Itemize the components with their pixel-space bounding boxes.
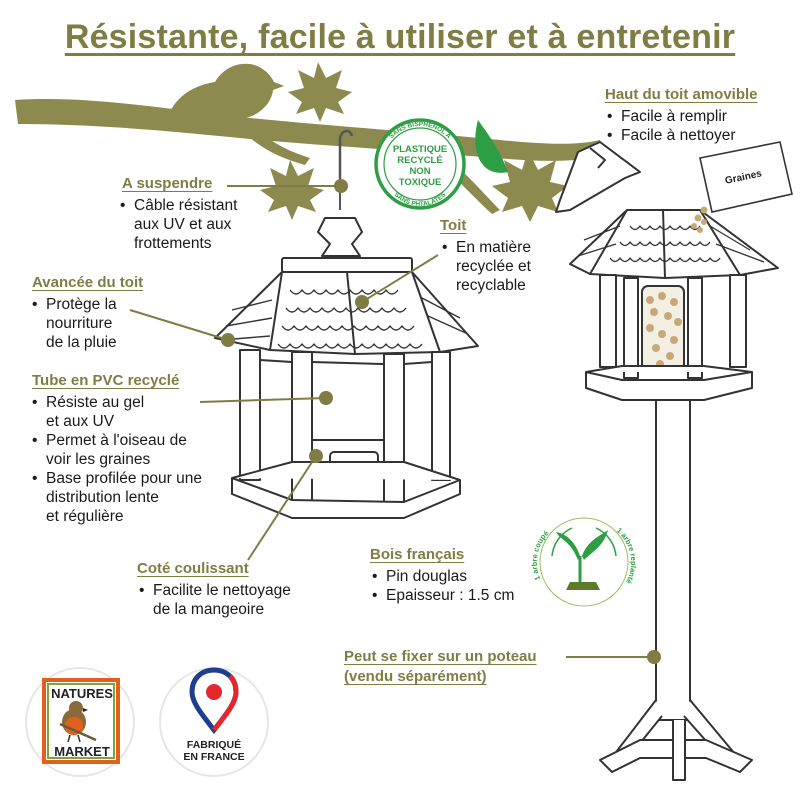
cote-list: Facilite le nettoyage de la mangeoire xyxy=(137,581,291,619)
callout-lines xyxy=(129,185,654,658)
list-item: de la pluie xyxy=(46,334,117,351)
poteau-label: Peut se fixer sur un poteau xyxy=(344,648,537,665)
callout-dots xyxy=(221,179,661,664)
cote-label: Coté coulissant xyxy=(137,560,249,577)
list-item: Facile à remplir xyxy=(605,107,736,126)
list-item: aux UV et aux xyxy=(134,216,232,233)
list-item: Permet à l'oiseau de xyxy=(30,431,202,450)
recycled-plastic-badge xyxy=(374,118,508,210)
haut-toit-label: Haut du toit amovible xyxy=(605,86,758,103)
list-item: Epaisseur : 1.5 cm xyxy=(370,586,514,605)
maple-leaf-icon xyxy=(260,62,568,222)
list-item: Facilite le nettoyage xyxy=(137,581,291,600)
list-item: Câble résistant xyxy=(118,196,237,215)
tube-list: Résiste au gel et aux UV Permet à l'oise… xyxy=(30,393,202,526)
list-item: Base profilée pour une xyxy=(30,469,202,488)
list-item: recyclée et xyxy=(456,258,531,275)
suspendre-label: A suspendre xyxy=(122,175,213,192)
avancee-list: Protège la nourriture de la pluie xyxy=(30,295,117,352)
hanging-feeder-illustration xyxy=(214,217,479,519)
natures-market-logo xyxy=(25,667,135,777)
seed-bag-illustration xyxy=(691,141,793,233)
bois-list: Pin douglas Epaisseur : 1.5 cm xyxy=(370,567,514,605)
page-title: Résistante, facile à utiliser et à entre… xyxy=(64,18,736,56)
toit-label: Toit xyxy=(440,217,467,234)
list-item: Protège la xyxy=(30,295,117,314)
list-item: distribution lente xyxy=(46,489,159,506)
avancee-label: Avancée du toit xyxy=(32,274,144,291)
list-item: nourriture xyxy=(46,315,113,332)
haut-toit-list: Facile à remplir Facile à nettoyer xyxy=(605,107,736,145)
tube-label: Tube en PVC recyclé xyxy=(32,372,180,389)
bird-silhouette-icon xyxy=(170,63,284,131)
pole-feeder-illustration xyxy=(555,141,779,781)
bois-label: Bois français xyxy=(370,546,465,563)
list-item: et régulière xyxy=(46,508,124,525)
list-item: voir les graines xyxy=(46,451,151,468)
poteau-label-sub: (vendu séparément) xyxy=(344,668,487,685)
list-item: et aux UV xyxy=(46,413,115,430)
list-item: frottements xyxy=(134,235,212,252)
list-item: Facile à nettoyer xyxy=(605,126,736,145)
list-item: Pin douglas xyxy=(370,567,514,586)
tree-replanted-badge xyxy=(539,517,629,607)
suspendre-list: Câble résistant aux UV et aux frottement… xyxy=(118,196,237,253)
list-item: Résiste au gel xyxy=(30,393,202,412)
toit-list: En matière recyclée et recyclable xyxy=(440,238,531,295)
list-item: de la mangeoire xyxy=(153,601,265,618)
made-in-france-logo xyxy=(159,667,269,777)
list-item: En matière xyxy=(440,238,531,257)
list-item: recyclable xyxy=(456,277,526,294)
